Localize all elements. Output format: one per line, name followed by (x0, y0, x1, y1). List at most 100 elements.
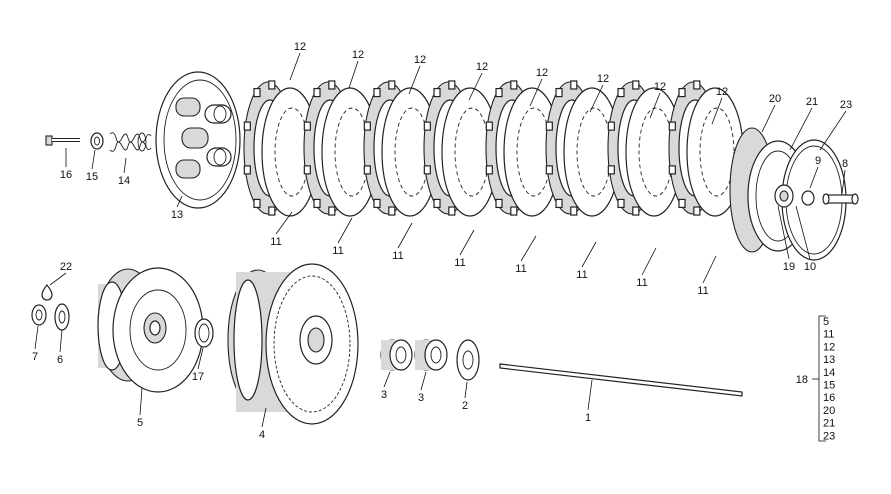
callout-11h: 11 (697, 255, 717, 297)
callout-label: 12 (597, 73, 609, 85)
leader-line (123, 157, 127, 174)
leader-line (397, 222, 413, 249)
leader-line (197, 347, 204, 370)
callout-9: 9 (809, 155, 821, 189)
leader-line (809, 166, 819, 189)
callout-label: 12 (476, 61, 488, 73)
callout-17: 17 (192, 347, 204, 383)
callout-16: 16 (60, 148, 72, 181)
callout-12h: 12 (711, 86, 728, 125)
needle-bearing-3b (414, 339, 448, 371)
callout-label: 20 (769, 93, 781, 105)
callout-label: 17 (192, 371, 204, 383)
leader-line (464, 381, 468, 399)
callout-label: 12 (654, 81, 666, 93)
leader-line (34, 325, 39, 350)
callout-label: 11 (454, 257, 465, 269)
callout-label: 21 (806, 96, 818, 108)
callout-label: 7 (32, 351, 38, 363)
callout-11f: 11 (576, 241, 597, 281)
callout-22: 22 (49, 261, 72, 286)
callout-12e: 12 (529, 67, 548, 107)
leader-line (176, 195, 183, 208)
pushrod-8 (822, 193, 859, 205)
callout-label: 3 (418, 392, 424, 404)
leader-line (420, 371, 427, 391)
callout-label: 3 (381, 389, 387, 401)
callout-12a: 12 (289, 41, 306, 81)
callout-8: 8 (841, 158, 848, 195)
legend-item: 16 (823, 392, 835, 404)
callout-13: 13 (171, 195, 183, 221)
leader-line (819, 110, 847, 151)
legend-item: 15 (823, 380, 835, 392)
needle-bearing-3a (380, 339, 413, 371)
legend-item: 20 (823, 405, 835, 417)
callout-label: 11 (332, 245, 343, 257)
callout-12b: 12 (348, 49, 364, 89)
callout-label: 15 (86, 171, 98, 183)
leader-line (408, 65, 421, 95)
leader-line (587, 379, 593, 411)
callout-12d: 12 (468, 61, 488, 101)
callout-label: 11 (270, 236, 281, 248)
callout-11b: 11 (332, 217, 353, 257)
leader-line (761, 104, 776, 133)
leader-line (789, 107, 813, 151)
callout-label: 11 (515, 263, 526, 275)
pressure-disc-23 (774, 139, 847, 261)
callout-label: 14 (118, 175, 130, 187)
clutch-basket-4 (227, 263, 359, 425)
leader-line (641, 247, 657, 276)
callout-21: 21 (789, 96, 818, 151)
leader-line (261, 407, 267, 428)
leader-line (702, 255, 717, 284)
leader-line (649, 92, 661, 119)
pushrod-1 (499, 363, 743, 397)
callout-11d: 11 (454, 229, 475, 269)
callout-label: 12 (536, 67, 548, 79)
callout-23: 23 (819, 99, 852, 151)
leader-line (337, 217, 353, 244)
oil-drop-22 (41, 284, 53, 301)
callout-label: 23 (840, 99, 852, 111)
callout-14: 14 (118, 157, 130, 187)
leader-line (91, 149, 96, 170)
callout-label: 11 (392, 250, 403, 262)
callout-11c: 11 (392, 222, 413, 262)
callout-label: 22 (60, 261, 72, 273)
steel-plate-11 (381, 87, 439, 217)
callout-2: 2 (462, 381, 468, 412)
legend-item: 14 (823, 367, 835, 379)
leader-line (711, 97, 723, 125)
callout-15: 15 (86, 149, 98, 183)
nut-7 (31, 304, 47, 326)
callout-3a: 3 (381, 371, 391, 401)
callout-1: 1 (585, 379, 593, 424)
callout-label: 11 (576, 269, 587, 281)
callout-label: 11 (697, 285, 708, 297)
legend-item: 23 (823, 430, 835, 442)
callout-6: 6 (57, 329, 63, 366)
callout-label: 1 (585, 412, 591, 424)
leader-line (841, 169, 846, 195)
callout-11a: 11 (270, 211, 293, 248)
circlip-17 (194, 318, 214, 348)
spring-14 (109, 132, 152, 152)
leader-line (348, 60, 359, 89)
leader-line (59, 329, 63, 353)
leader-line (520, 235, 537, 262)
callout-label: 12 (294, 41, 306, 53)
callout-12g: 12 (649, 81, 666, 119)
callout-label: 12 (414, 54, 426, 66)
pressure-plate-13 (155, 71, 241, 209)
callout-label: 9 (815, 155, 821, 167)
callout-label: 5 (137, 417, 143, 429)
callout-label: 11 (636, 277, 647, 289)
callout-label: 13 (171, 209, 183, 221)
leader-line (581, 241, 597, 268)
leader-line (139, 387, 143, 416)
